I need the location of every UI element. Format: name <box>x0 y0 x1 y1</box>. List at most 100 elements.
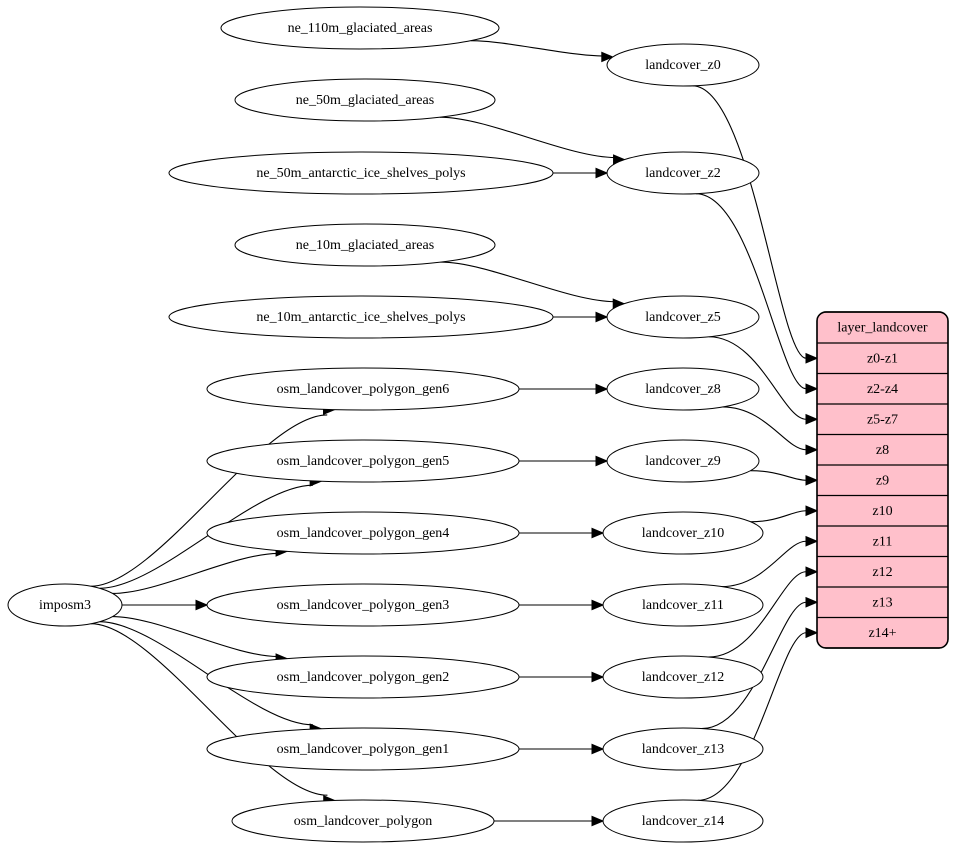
edge-arrowhead <box>601 51 615 63</box>
layer-node-landcover_z14[interactable]: landcover_z14 <box>602 799 764 843</box>
edge-path <box>708 571 807 658</box>
node-shape <box>602 727 764 771</box>
edge-arrowhead <box>595 311 609 323</box>
input-node-ne_10m_antarctic_ice_shelves_polys[interactable]: ne_10m_antarctic_ice_shelves_polys <box>168 295 554 339</box>
input-node-osm_landcover_polygon_gen4[interactable]: osm_landcover_polygon_gen4 <box>206 511 520 555</box>
layer-node-landcover_z12[interactable]: landcover_z12 <box>602 655 764 699</box>
edge-arrowhead <box>595 383 609 395</box>
node-shape <box>7 583 123 627</box>
layer-node-landcover_z2[interactable]: landcover_z2 <box>606 151 760 195</box>
node-label: landcover_z11 <box>642 598 724 613</box>
layer-node-landcover_z9[interactable]: landcover_z9 <box>606 439 760 483</box>
table-row[interactable]: z5-z7 <box>817 403 948 427</box>
input-node-osm_landcover_polygon_gen6[interactable]: osm_landcover_polygon_gen6 <box>206 367 520 411</box>
node-label: ne_10m_antarctic_ice_shelves_polys <box>256 310 465 325</box>
node-shape <box>606 43 760 87</box>
edge-arrowhead <box>591 599 605 611</box>
node-label: ne_50m_glaciated_areas <box>296 93 434 108</box>
node-label: ne_50m_antarctic_ice_shelves_polys <box>256 166 465 181</box>
row-label: z8 <box>876 443 889 458</box>
node-label: osm_landcover_polygon_gen1 <box>277 742 450 757</box>
table-row[interactable]: z12 <box>817 555 948 580</box>
edge-path <box>750 470 807 481</box>
node-shape <box>234 78 496 122</box>
edge-arrowhead <box>591 671 605 683</box>
table-layer_landcover[interactable]: layer_landcoverz0-z1z2-z4z5-z7z8z9z10z11… <box>816 311 949 649</box>
table-row[interactable]: z9 <box>817 464 948 488</box>
edge-path <box>722 406 807 451</box>
node-label: osm_landcover_polygon_gen6 <box>277 382 450 397</box>
node-shape <box>168 295 554 339</box>
edge-path <box>750 510 807 523</box>
node-shape <box>206 727 520 771</box>
edge-path <box>112 615 279 658</box>
table-row[interactable]: z0-z1 <box>867 351 898 366</box>
edge-arrowhead <box>805 566 819 578</box>
layer-node-landcover_z0[interactable]: landcover_z0 <box>606 43 760 87</box>
node-label: ne_110m_glaciated_areas <box>288 21 433 36</box>
row-label: z12 <box>872 565 892 580</box>
edge-arrowhead <box>805 535 819 547</box>
table-row[interactable]: z2-z4 <box>817 372 948 397</box>
edge-path <box>99 621 314 726</box>
edge-path <box>697 632 807 801</box>
node-label: ne_10m_glaciated_areas <box>296 238 434 253</box>
edge-arrowhead <box>805 596 819 608</box>
node-label: osm_landcover_polygon_gen4 <box>277 526 450 541</box>
input-node-osm_landcover_polygon_gen3[interactable]: osm_landcover_polygon_gen3 <box>206 583 520 627</box>
row-label: z10 <box>872 504 892 519</box>
layer-node-landcover_z5[interactable]: landcover_z5 <box>606 295 760 339</box>
node-shape <box>206 367 520 411</box>
edge-path <box>470 40 604 57</box>
edge-path <box>90 623 328 796</box>
node-shape <box>231 799 495 843</box>
node-label: osm_landcover_polygon_gen2 <box>277 670 450 685</box>
input-node-osm_landcover_polygon_gen2[interactable]: osm_landcover_polygon_gen2 <box>206 655 520 699</box>
input-node-ne_10m_glaciated_areas[interactable]: ne_10m_glaciated_areas <box>234 223 496 267</box>
edge-arrowhead <box>805 627 819 639</box>
input-node-ne_50m_antarctic_ice_shelves_polys[interactable]: ne_50m_antarctic_ice_shelves_polys <box>168 151 554 195</box>
layer-node-landcover_z10[interactable]: landcover_z10 <box>602 511 764 555</box>
node-label: landcover_z8 <box>645 382 720 397</box>
table-row[interactable]: z8 <box>817 433 948 458</box>
edge-arrowhead <box>805 444 819 456</box>
edge-arrowhead <box>591 527 605 539</box>
table-row[interactable]: z11 <box>817 525 948 549</box>
edge-path <box>99 484 314 589</box>
node-shape <box>206 583 520 627</box>
node-shape <box>220 6 500 50</box>
table-outline <box>816 311 949 649</box>
edge-arrowhead <box>595 167 609 179</box>
edge-path <box>439 116 616 159</box>
table-row[interactable]: z14+ <box>817 616 948 641</box>
layer-node-landcover_z8[interactable]: landcover_z8 <box>606 367 760 411</box>
input-node-ne_110m_glaciated_areas[interactable]: ne_110m_glaciated_areas <box>220 6 500 50</box>
node-label: landcover_z9 <box>645 454 720 469</box>
edge-path <box>708 336 807 420</box>
node-shape <box>606 439 760 483</box>
table-row[interactable]: z10 <box>817 494 948 519</box>
node-shape <box>206 439 520 483</box>
node-shape <box>602 799 764 843</box>
edge-path <box>90 414 328 587</box>
input-node-osm_landcover_polygon_gen5[interactable]: osm_landcover_polygon_gen5 <box>206 439 520 483</box>
table-row[interactable]: z13 <box>817 586 948 610</box>
edge-path <box>440 261 616 303</box>
edge-arrowhead <box>591 815 605 827</box>
source-node-imposm3[interactable]: imposm3 <box>7 583 123 627</box>
node-shape <box>606 367 760 411</box>
row-label: z13 <box>872 595 892 610</box>
edge-arrowhead <box>805 474 819 486</box>
edge-path <box>721 540 807 588</box>
input-node-osm_landcover_polygon_gen1[interactable]: osm_landcover_polygon_gen1 <box>206 727 520 771</box>
node-shape <box>234 223 496 267</box>
input-node-osm_landcover_polygon[interactable]: osm_landcover_polygon <box>231 799 495 843</box>
layer-node-landcover_z11[interactable]: landcover_z11 <box>602 583 764 627</box>
row-label: z5-z7 <box>867 412 898 427</box>
edge-arrowhead <box>805 413 819 425</box>
layer-node-landcover_z13[interactable]: landcover_z13 <box>602 727 764 771</box>
node-shape <box>606 151 760 195</box>
node-shape <box>206 511 520 555</box>
input-node-ne_50m_glaciated_areas[interactable]: ne_50m_glaciated_areas <box>234 78 496 122</box>
